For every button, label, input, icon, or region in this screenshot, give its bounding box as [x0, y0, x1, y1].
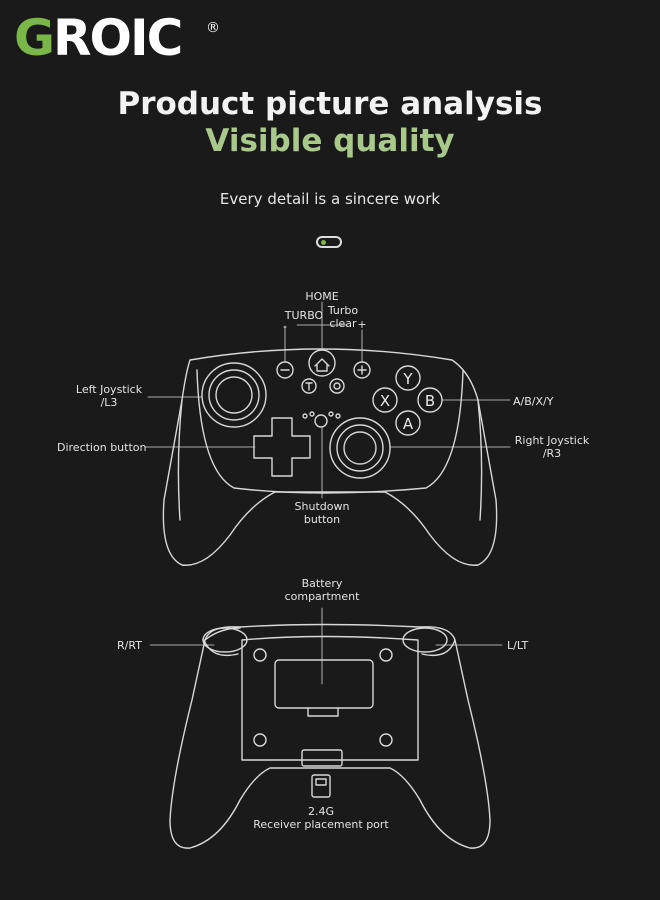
- label-minus: -: [283, 320, 287, 333]
- face-button-b: B: [425, 392, 435, 410]
- front-controller-outline: [162, 348, 498, 566]
- label-direction: Direction button: [57, 441, 147, 454]
- back-leader-lines: [149, 607, 503, 685]
- back-controller-outline: [169, 623, 491, 849]
- screw-holes: [253, 648, 393, 747]
- label-receiver-band: 2.4G: [307, 805, 335, 818]
- logo-accent: G: [14, 9, 55, 67]
- face-button-circles: [372, 365, 443, 436]
- label-shutdown: Shutdown button: [294, 500, 350, 526]
- label-receiver-port: Receiver placement port: [253, 818, 389, 831]
- label-abxy: A/B/X/Y: [513, 395, 554, 408]
- label-plus: +: [357, 318, 367, 331]
- lt-trigger-icon: [402, 627, 448, 653]
- shutdown-button-icon: [302, 411, 341, 428]
- face-button-y: Y: [402, 370, 413, 388]
- plus-button-icon: [353, 361, 371, 379]
- page-subtitle: Visible quality: [205, 123, 455, 159]
- receiver-port-icon: [301, 749, 343, 767]
- tagline: Every detail is a sincere work: [219, 190, 441, 208]
- face-button-a: A: [403, 415, 414, 433]
- dpad-icon: [253, 417, 311, 477]
- usb-receiver-icon: [311, 774, 331, 798]
- brand-logo: GROIC ®: [14, 8, 220, 68]
- page-title: Product picture analysis: [117, 86, 543, 122]
- label-r-rt: R/RT: [117, 639, 142, 652]
- label-turbo: TURBO: [284, 309, 324, 322]
- label-battery: Battery compartment: [284, 577, 360, 603]
- toggle-icon: [316, 236, 342, 248]
- turbo-clear-button-icon: [329, 378, 345, 394]
- battery-compartment-icon: [274, 659, 374, 717]
- rt-trigger-icon: [202, 627, 248, 653]
- right-joystick-icon: [329, 417, 391, 479]
- label-turbo-clear: Turbo clear: [327, 304, 359, 330]
- front-leader-lines: [144, 301, 511, 499]
- logo-text: ROIC: [53, 9, 183, 67]
- face-button-x: X: [380, 392, 390, 410]
- registered-mark: ®: [206, 20, 220, 36]
- label-home: HOME: [305, 290, 339, 303]
- left-joystick-icon: [201, 362, 267, 428]
- minus-button-icon: [276, 361, 294, 379]
- label-left-joystick: Left Joystick /L3: [75, 383, 143, 409]
- turbo-button-icon: [301, 378, 317, 394]
- label-l-lt: L/LT: [507, 639, 529, 652]
- home-button-icon: [308, 349, 336, 377]
- label-right-joystick: Right Joystick /R3: [514, 434, 590, 460]
